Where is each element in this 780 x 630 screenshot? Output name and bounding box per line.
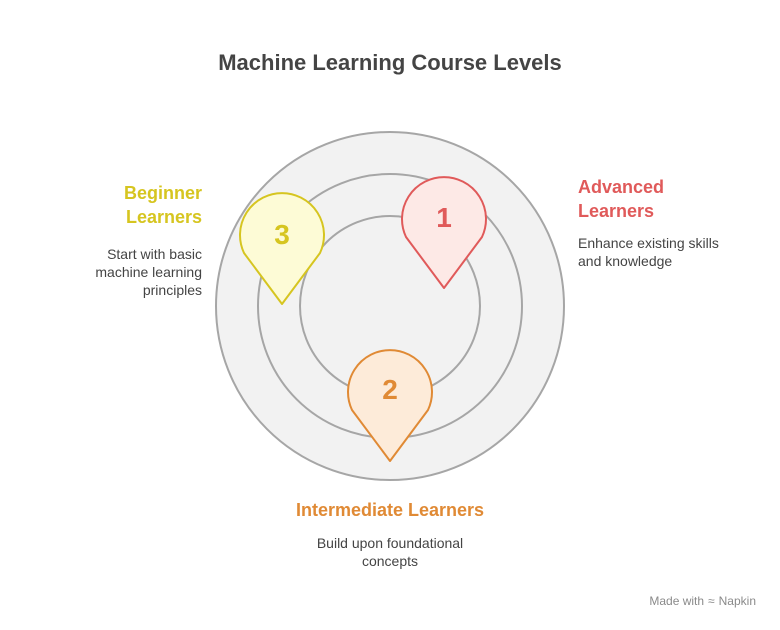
beginner-description: Start with basic machine learning princi… (40, 245, 202, 299)
intermediate-desc-line1: Build upon foundational (316, 535, 464, 551)
advanced-description: Enhance existing skills and knowledge (578, 234, 758, 270)
advanced-heading: Advanced Learners (578, 175, 738, 223)
pin-number-2: 2 (382, 374, 398, 405)
pin-advanced: 1 (401, 176, 487, 289)
napkin-logo-icon: ≈ (708, 594, 715, 608)
advanced-heading-line2: Learners (578, 201, 655, 221)
advanced-desc-line1: Enhance existing skills (578, 235, 719, 251)
intermediate-desc-line2: concepts (361, 553, 419, 569)
advanced-heading-line1: Advanced (578, 177, 665, 197)
beginner-desc-line3: principles (142, 282, 202, 298)
pin-number-3: 3 (274, 219, 290, 250)
intermediate-heading: Intermediate Learners (295, 500, 485, 520)
page-title: Machine Learning Course Levels (218, 50, 562, 75)
beginner-desc-line1: Start with basic (107, 246, 202, 262)
beginner-heading: Beginner Learners (60, 181, 202, 229)
intermediate-description: Build upon foundational concepts (240, 534, 540, 570)
made-with-credit[interactable]: Made with ≈ Napkin (649, 594, 756, 608)
napkin-brand: Napkin (718, 594, 756, 608)
advanced-desc-line2: and knowledge (578, 253, 673, 269)
pin-number-1: 1 (436, 202, 452, 233)
beginner-heading-line2: Learners (125, 207, 202, 227)
beginner-heading-line1: Beginner (123, 183, 202, 203)
made-with-text: Made with (649, 594, 705, 608)
beginner-desc-line2: machine learning (95, 264, 202, 280)
pin-beginner: 3 (239, 192, 325, 305)
pin-intermediate: 2 (347, 349, 433, 462)
